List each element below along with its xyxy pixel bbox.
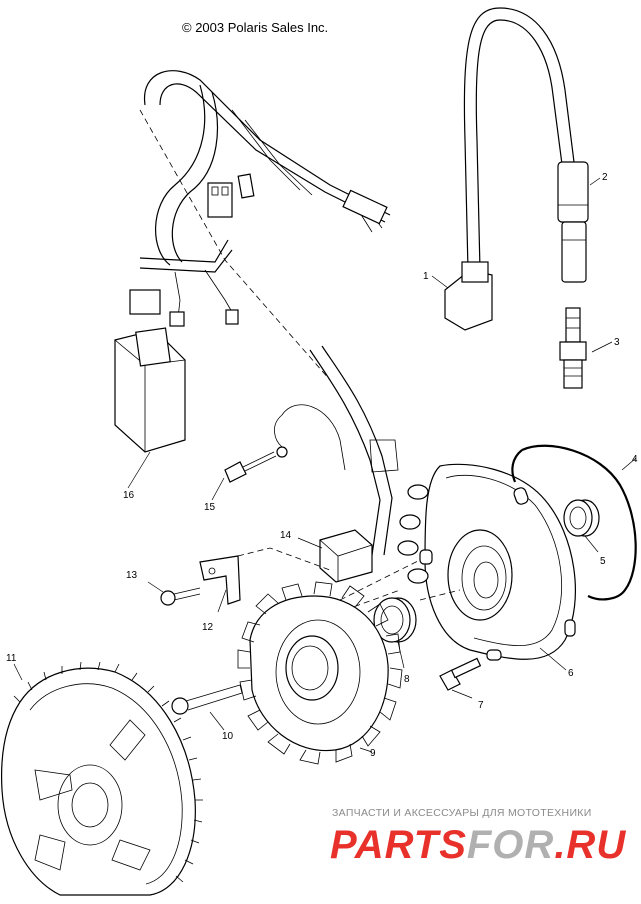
o-ring — [511, 444, 637, 601]
watermark-logo: PARTSFOR.RU — [330, 823, 626, 867]
callout-16: 16 — [123, 490, 135, 501]
stator-wire — [274, 345, 399, 556]
spark-plug — [559, 307, 613, 389]
screw-13 — [147, 581, 201, 606]
seal — [563, 499, 600, 553]
callout-7: 7 — [478, 700, 484, 711]
callout-1: 1 — [423, 271, 429, 282]
trigger-coil — [297, 529, 373, 583]
callout-6: 6 — [568, 668, 574, 679]
callout-3: 3 — [614, 337, 620, 348]
watermark: ЗАПЧАСТИ И АКСЕССУАРЫ ДЛЯ МОТОТЕХНИКИ PA… — [330, 807, 626, 867]
callout-15: 15 — [204, 502, 216, 513]
callout-labels: 1 2 3 4 5 6 7 8 9 10 11 12 13 14 15 16 — [6, 172, 638, 759]
flywheel — [1, 661, 203, 896]
wiring-harness — [129, 70, 391, 381]
spark-plug-cap — [557, 161, 601, 283]
cdi-module — [114, 327, 186, 489]
bracket-12 — [199, 547, 331, 613]
watermark-logo-parts: PARTS — [330, 823, 467, 867]
callout-5: 5 — [600, 556, 606, 567]
callout-12: 12 — [202, 622, 214, 633]
bolt-7 — [439, 657, 482, 699]
callout-9: 9 — [370, 748, 376, 759]
watermark-logo-ru: .RU — [554, 823, 626, 867]
callout-2: 2 — [602, 172, 608, 183]
watermark-logo-for: FOR — [467, 823, 554, 867]
callout-14: 14 — [280, 530, 292, 541]
stator-plate — [419, 463, 576, 671]
plate-bosses — [339, 484, 461, 611]
screw-15 — [211, 451, 277, 501]
callout-11: 11 — [6, 653, 17, 664]
stator — [237, 581, 403, 765]
copyright-text: © 2003 Polaris Sales Inc. — [182, 20, 328, 35]
callout-10: 10 — [222, 731, 234, 742]
callout-13: 13 — [126, 570, 138, 581]
bearing-seal — [373, 597, 417, 669]
callout-8: 8 — [404, 674, 410, 685]
ignition-coil — [431, 7, 576, 331]
callout-4: 4 — [632, 454, 638, 465]
watermark-tagline: ЗАПЧАСТИ И АКСЕССУАРЫ ДЛЯ МОТОТЕХНИКИ — [332, 807, 592, 819]
bolt-10 — [171, 684, 243, 731]
